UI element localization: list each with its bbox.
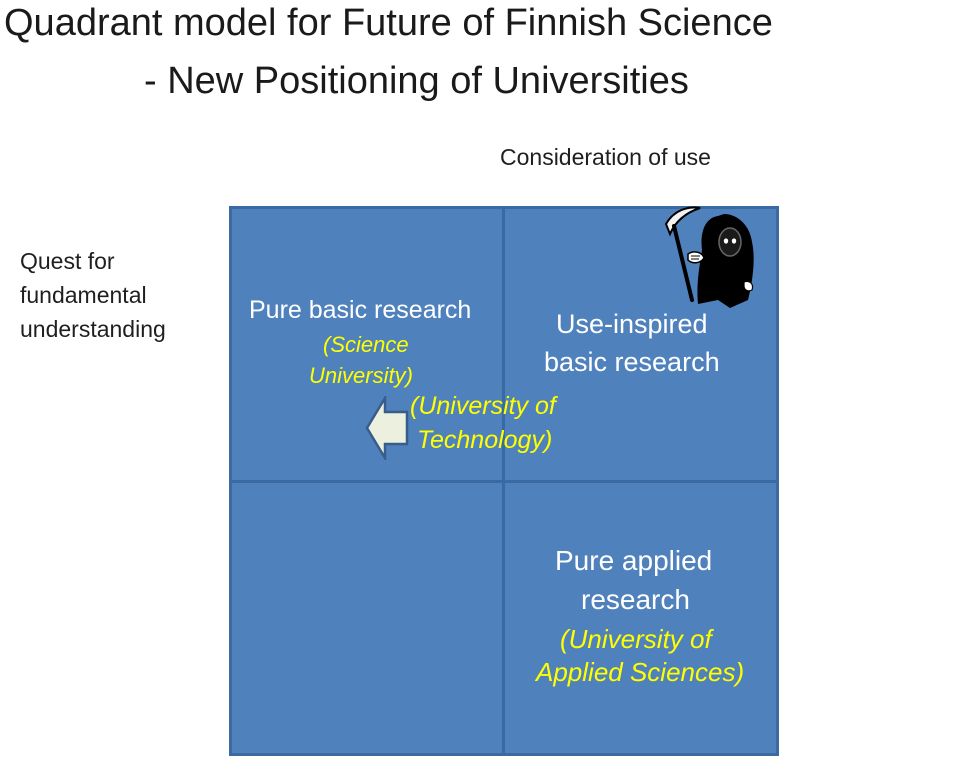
left-arrow-icon (365, 396, 409, 460)
quadrant-top-right-label-2: basic research (544, 347, 720, 377)
title-line-1: Quadrant model for Future of Finnish Sci… (4, 2, 773, 44)
quadrant-grid (229, 206, 779, 756)
quadrant-top-right-sub-1: (University of (410, 392, 556, 420)
quadrant-bottom-right-sub-1: (University of (560, 624, 712, 654)
quadrant-divider-horizontal (232, 480, 776, 483)
axis-left-line-2: fundamental (20, 282, 147, 308)
axis-label-consideration-of-use: Consideration of use (500, 144, 711, 170)
axis-left-line-1: Quest for (20, 248, 115, 274)
quadrant-top-left-sub-1: (Science (323, 332, 409, 357)
quadrant-bottom-right-label-1: Pure applied (555, 545, 713, 576)
quadrant-bottom-right-label-2: research (581, 584, 690, 615)
title-line-2: - New Positioning of Universities (144, 60, 689, 102)
quadrant-top-left-label: Pure basic research (249, 296, 472, 324)
quadrant-top-right-label-1: Use-inspired (556, 309, 708, 339)
quadrant-bottom-right-sub-2: Applied Sciences) (536, 657, 745, 687)
axis-left-line-3: understanding (20, 316, 166, 342)
quadrant-top-left-sub-2: University) (309, 363, 413, 388)
quadrant-top-right-sub-2: Technology) (417, 426, 553, 454)
axis-label-quest-for-understanding: Quest for fundamental understanding (20, 244, 166, 346)
grim-reaper-icon (664, 206, 754, 308)
